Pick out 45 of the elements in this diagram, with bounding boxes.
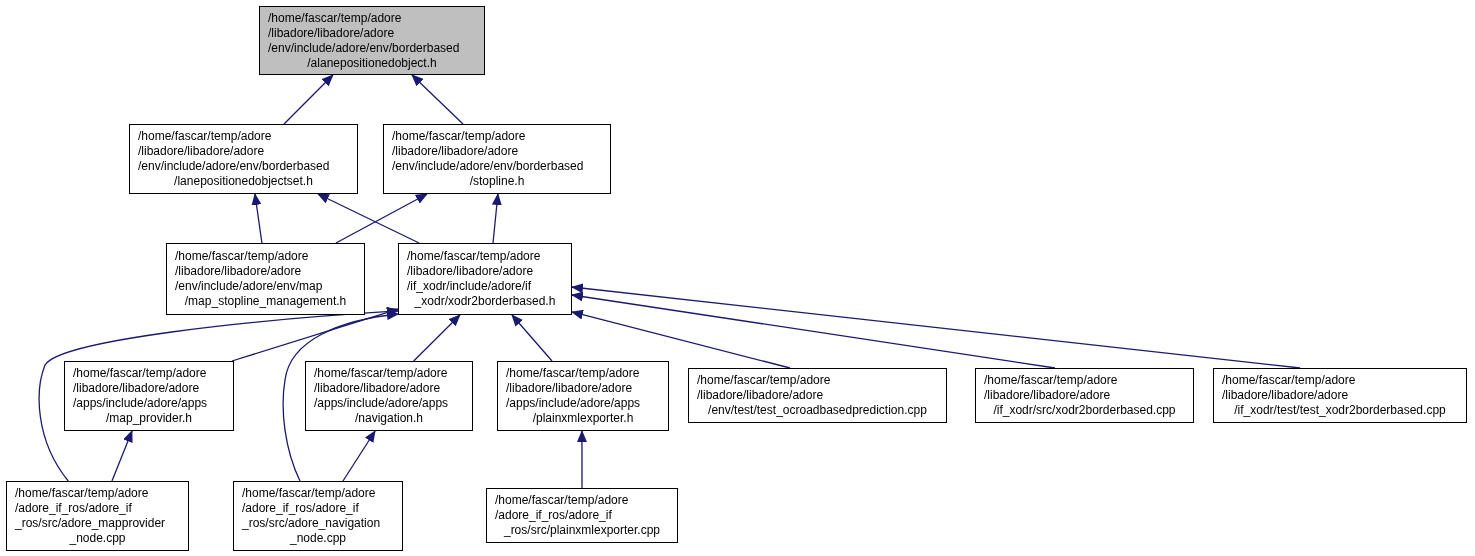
file-box xyxy=(129,124,358,194)
file-path: /home/fascar/temp/adore /libadore/libadore/adore /env/include/adore/env/borderbased /alanepositionedobject.h xyxy=(268,10,461,71)
arrow xyxy=(571,283,1301,369)
arrow xyxy=(251,193,263,244)
arrow xyxy=(342,430,376,482)
file-box xyxy=(305,361,473,431)
file-path: /home/fascar/temp/adore /libadore/libadore/adore /env/test/test_ocroadbasedprediction.cpp xyxy=(697,373,928,418)
file-path: /home/fascar/temp/adore /libadore/libadore/adore /if_xodr/include/adore/if _xodr/xodr2borderbased.h xyxy=(407,249,557,309)
file-box xyxy=(383,124,611,194)
file-path: /home/fascar/temp/adore /adore_if_ros/adore_if _ros/src/plainxmlexporter.cpp xyxy=(495,493,662,538)
file-box xyxy=(233,481,403,551)
file-path: /home/fascar/temp/adore /libadore/libadore/adore /env/include/adore/env/map /map_stopline_management.h xyxy=(175,249,348,309)
file-path: /home/fascar/temp/adore /libadore/libadore/adore /apps/include/adore/apps /navigation.h xyxy=(314,366,450,426)
file-path: /home/fascar/temp/adore /libadore/libadore/adore /env/include/adore/env/borderbased /stopline.h xyxy=(392,129,585,189)
arrow xyxy=(111,430,133,482)
arrow xyxy=(571,309,791,369)
arrow xyxy=(511,314,553,362)
file-box xyxy=(486,488,678,543)
file-path: /home/fascar/temp/adore /adore_if_ros/adore_if _ros/src/adore_navigation _node.cpp xyxy=(242,486,382,546)
arrow xyxy=(571,291,1056,369)
arrow xyxy=(335,193,428,244)
file-box xyxy=(64,361,234,431)
arrow xyxy=(317,193,420,244)
file-box xyxy=(398,243,572,315)
arrow xyxy=(413,314,461,362)
arrow xyxy=(411,74,464,125)
arrow xyxy=(231,307,399,362)
file-box xyxy=(1213,368,1467,423)
arrow xyxy=(38,306,399,482)
file-box xyxy=(6,481,189,551)
file-path: /home/fascar/temp/adore /libadore/libadore/adore /if_xodr/src/xodr2borderbased.cpp xyxy=(984,373,1177,418)
file-box xyxy=(259,6,485,75)
file-path: /home/fascar/temp/adore /adore_if_ros/adore_if _ros/src/adore_mapprovider _node.cpp xyxy=(15,486,167,546)
file-box xyxy=(497,361,669,431)
file-box xyxy=(166,243,365,315)
arrow xyxy=(576,430,587,489)
arrow xyxy=(282,310,399,482)
arrow xyxy=(491,193,502,244)
file-path: /home/fascar/temp/adore /libadore/libadore/adore /apps/include/adore/apps /plainxmlexporter.h xyxy=(506,366,642,426)
file-box xyxy=(688,368,947,423)
file-path: /home/fascar/temp/adore /libadore/libadore/adore /env/include/adore/env/borderbased /lanepositionedobjectset.h xyxy=(138,129,331,189)
file-path: /home/fascar/temp/adore /libadore/libadore/adore /apps/include/adore/apps /map_provider.h xyxy=(73,366,209,426)
file-path: /home/fascar/temp/adore /libadore/libadore/adore /if_xodr/test/test_xodr2borderbased.cpp xyxy=(1222,373,1447,418)
file-box xyxy=(975,368,1194,423)
arrow xyxy=(283,74,334,125)
